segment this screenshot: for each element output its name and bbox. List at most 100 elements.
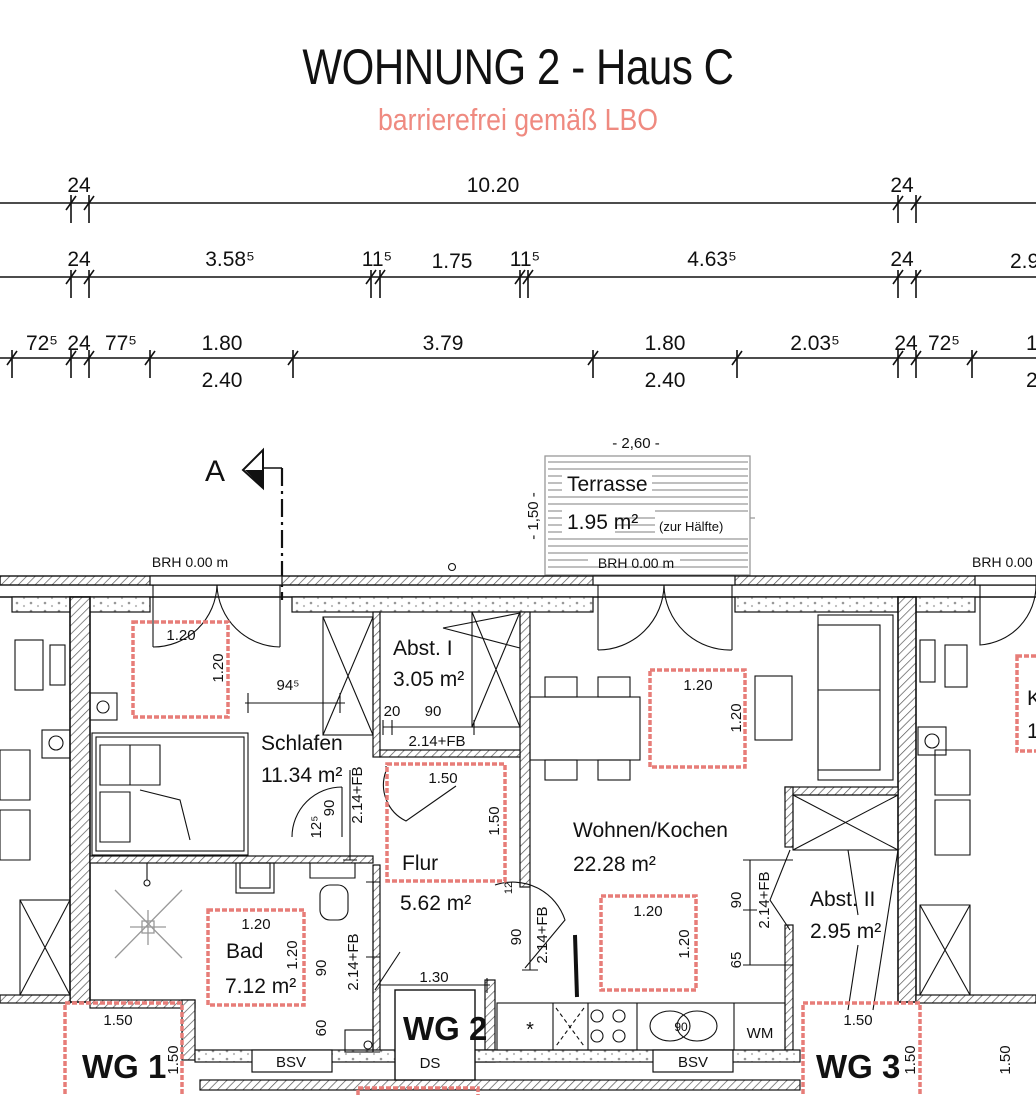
door-dim: 2.14+FB — [534, 906, 551, 963]
dim-label: 2.40 — [202, 369, 243, 392]
door-dim: 65 — [728, 952, 745, 969]
turning-label: 1.20 — [241, 916, 270, 933]
brh-label: BRH 0.00 — [972, 554, 1033, 570]
door-dim: 60 — [313, 1020, 330, 1037]
room-name: K — [1027, 687, 1036, 710]
dim-label: 3.58⁵ — [205, 248, 255, 271]
dim-label: 11⁵ — [510, 248, 541, 271]
door-dim: 2.14+FB — [408, 733, 465, 750]
terrace-label: Terrasse — [567, 473, 648, 496]
door-dim: 12⁵ — [308, 816, 325, 839]
terrace: - 2,60 - - 1,50 - Terrasse 1.95 m² (zur … — [525, 435, 755, 576]
turning-label: 1.20 — [166, 627, 195, 644]
turning-label: 1.50 — [902, 1045, 919, 1074]
terrace-depth: - 1,50 - — [525, 492, 542, 540]
dim-label: 1.80 — [202, 332, 243, 355]
terrace-width: - 2,60 - — [612, 435, 660, 452]
room-name: Abst. II — [810, 888, 875, 911]
terrace-brh: BRH 0.00 m — [598, 555, 674, 571]
dim-label: 2 — [1026, 369, 1036, 392]
room-area: 1 — [1027, 720, 1036, 743]
room-labels: Abst. I 3.05 m² Schlafen 11.34 m² Flur 5… — [225, 637, 1036, 998]
bsv-label: BSV — [276, 1054, 306, 1071]
furniture — [0, 585, 1036, 1053]
door-dim: 90 — [728, 892, 745, 909]
bsv-label: BSV — [678, 1054, 708, 1071]
dim-label: 2.40 — [645, 369, 686, 392]
turning-label: 1.50 — [103, 1012, 132, 1029]
wg-label: WG 3 — [816, 1048, 900, 1085]
dim-label: 72⁵ — [928, 332, 960, 355]
dim-label: 24 — [894, 332, 918, 355]
room-name: Abst. I — [393, 637, 453, 660]
door-dim: 12 — [503, 882, 515, 894]
dim-label: 2.03⁵ — [790, 332, 840, 355]
garden-labels: WG 1 WG 2 WG 3 DS — [82, 1010, 900, 1085]
wg-label: WG 2 — [403, 1010, 487, 1047]
door-dim: 90 — [425, 703, 442, 720]
plan-title: WOHNUNG 2 - Haus C — [302, 39, 734, 95]
door-dim: 1.30 — [419, 969, 448, 986]
wg-label: WG 1 — [82, 1048, 166, 1085]
turning-label: 1.20 — [284, 940, 301, 969]
room-area: 2.95 m² — [810, 920, 881, 943]
turning-label: 1.20 — [633, 903, 662, 920]
terrace-note: (zur Hälfte) — [659, 519, 723, 534]
dim-label: 24 — [67, 248, 91, 271]
turning-label: 1.50 — [997, 1045, 1014, 1074]
room-name: Flur — [402, 852, 438, 875]
room-area: 5.62 m² — [400, 892, 471, 915]
dim-label: 77⁵ — [105, 332, 137, 355]
dim-label: 72⁵ — [26, 332, 58, 355]
room-name: Schlafen — [261, 732, 343, 755]
dimension-chain-3: 72⁵ 24 77⁵ 1.80 3.79 1.80 2.03⁵ 24 72⁵ 1… — [0, 332, 1036, 392]
turning-label: 1.50 — [428, 770, 457, 787]
room-name: Wohnen/Kochen — [573, 819, 728, 842]
dim-label: 24 — [67, 174, 91, 197]
turning-label: 1.20 — [728, 703, 745, 732]
dim-label: 2.9 — [1010, 250, 1036, 273]
dim-label: 11⁵ — [362, 248, 393, 271]
dim-label: 1.75 — [432, 250, 473, 273]
door-dim: 2.14+FB — [756, 871, 773, 928]
sink-label: 90 — [674, 1020, 688, 1034]
turning-label: 1.50 — [486, 806, 503, 835]
dim-label: 4.63⁵ — [687, 248, 737, 271]
room-name: Bad — [226, 940, 263, 963]
room-area: 7.12 m² — [225, 975, 296, 998]
dim-label: 3.79 — [423, 332, 464, 355]
room-area: 3.05 m² — [393, 668, 464, 691]
fridge-icon: * — [526, 1019, 534, 1041]
turning-areas — [63, 620, 1036, 1095]
dimension-chain-2: 24 3.58⁵ 11⁵ 1.75 11⁵ 4.63⁵ 24 2.9 — [0, 248, 1036, 298]
door-dim: 94⁵ — [277, 677, 300, 694]
door-dim: 90 — [313, 960, 330, 977]
dim-label: 24 — [890, 174, 914, 197]
walls — [0, 575, 1036, 1091]
section-label: A — [205, 455, 225, 488]
dim-label: 1 — [1026, 332, 1036, 355]
turning-label: 1.20 — [676, 929, 693, 958]
turning-label: 1.20 — [210, 653, 227, 682]
room-area: 11.34 m² — [261, 764, 342, 787]
kitchen-labels: * 90 WM BSV BSV — [276, 1019, 773, 1071]
washer-label: WM — [747, 1025, 774, 1042]
terrace-area: 1.95 m² — [567, 511, 638, 534]
room-area: 22.28 m² — [573, 853, 656, 876]
turning-area-labels: 1.20 1.20 1.50 1.50 1.20 1.20 1.20 1.20 … — [103, 627, 1014, 1075]
dimension-chain-1: 24 10.20 24 — [0, 174, 1036, 223]
dim-label: 24 — [890, 248, 914, 271]
door-dim: 2.14+FB — [345, 933, 362, 990]
plan-subtitle: barrierefrei gemäß LBO — [377, 102, 659, 137]
dim-label: 1.80 — [645, 332, 686, 355]
door-dim: 2.14+FB — [349, 766, 366, 823]
ds-label: DS — [420, 1055, 441, 1072]
brh-label: BRH 0.00 m — [152, 554, 228, 570]
turning-label: 1.50 — [843, 1012, 872, 1029]
door-dim: 90 — [508, 929, 525, 946]
dim-label: 10.20 — [467, 174, 520, 197]
door-dim: 90 — [321, 800, 338, 817]
door-dimensions: 94⁵ 20 90 2.14+FB 12⁵ 90 2.14+FB 90 2.14… — [245, 677, 793, 1053]
shower-drain-icon — [114, 889, 183, 959]
